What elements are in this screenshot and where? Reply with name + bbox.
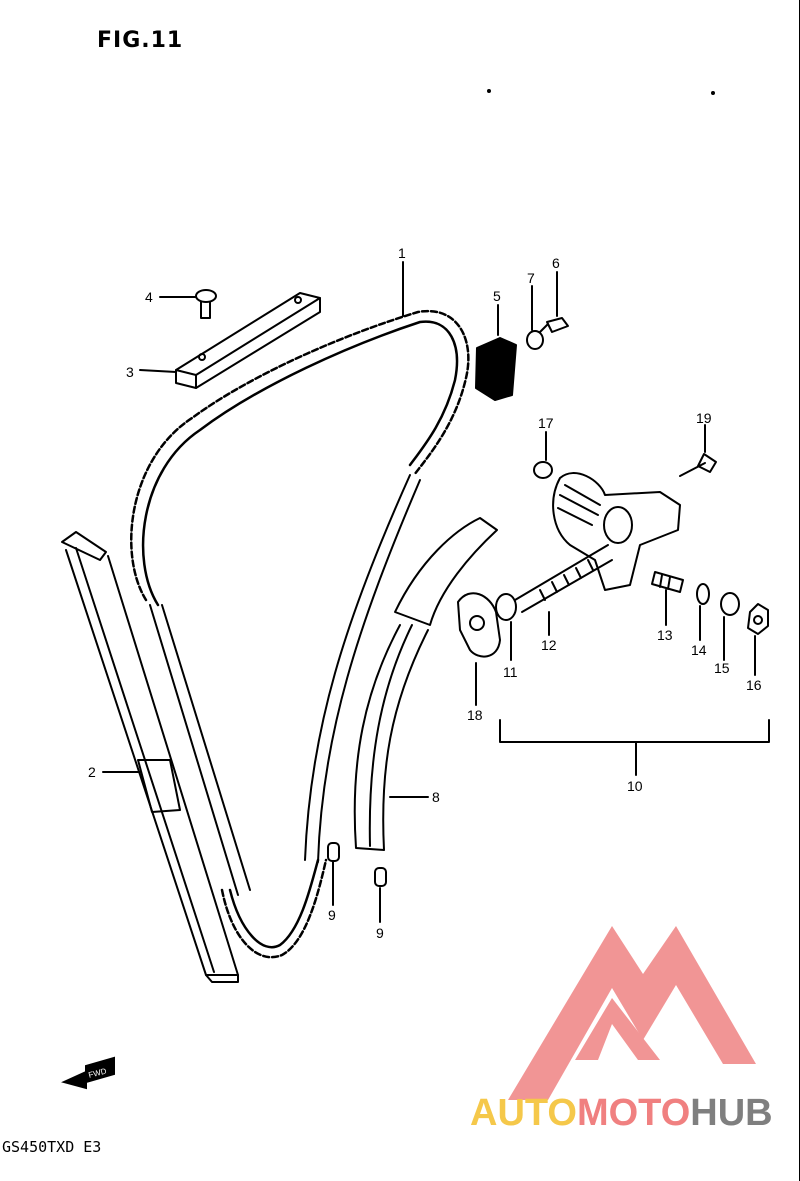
part-label-9a: 9 <box>328 907 336 923</box>
part-label-13: 13 <box>657 627 673 643</box>
rod-head <box>495 593 517 621</box>
part-label-9b: 9 <box>376 925 384 941</box>
tensioner-body <box>552 472 681 591</box>
part-label-2: 2 <box>88 764 96 780</box>
stray-dot <box>711 91 715 95</box>
watermark-part2: MOTO <box>576 1092 691 1134</box>
push-rod <box>514 544 613 613</box>
bracket-10 <box>499 719 770 743</box>
part-label-7: 7 <box>527 270 535 286</box>
part-label-5: 5 <box>493 288 501 304</box>
bolt-6 <box>539 317 569 333</box>
part-label-18: 18 <box>467 707 483 723</box>
part-label-16: 16 <box>746 677 762 693</box>
screw-4 <box>195 289 217 319</box>
chain-strands <box>149 474 421 896</box>
watermark-logo-icon <box>508 926 756 1100</box>
bolt-19 <box>679 453 717 477</box>
chain-guide-rear <box>61 531 239 983</box>
leader-3 <box>139 369 177 373</box>
chain-guide-upper <box>175 292 321 389</box>
washer-17 <box>533 461 553 479</box>
model-code: GS450TXD E3 <box>2 1138 102 1156</box>
part-label-8: 8 <box>432 789 440 805</box>
part-label-15: 15 <box>714 660 730 676</box>
watermark-part3: HUB <box>690 1092 773 1134</box>
part-label-11: 11 <box>503 664 518 680</box>
guide-block <box>475 337 517 401</box>
figure-title: FIG.11 <box>97 28 184 53</box>
nut-16 <box>747 603 769 635</box>
part-label-14: 14 <box>691 642 707 658</box>
watermark-part1: AUTO <box>470 1092 577 1134</box>
part-label-1: 1 <box>398 245 406 261</box>
stray-dot <box>487 89 491 93</box>
ring-14 <box>696 583 710 605</box>
damper-pin-b <box>374 867 387 887</box>
washer-7 <box>526 330 544 350</box>
part-label-19: 19 <box>696 410 712 426</box>
part-label-17: 17 <box>538 415 554 431</box>
part-label-4: 4 <box>145 289 153 305</box>
damper-pin-a <box>327 842 340 862</box>
set-screw <box>651 571 684 593</box>
washer-15 <box>720 592 740 616</box>
watermark-text: AUTOMOTOHUB <box>470 1094 773 1132</box>
part-label-3: 3 <box>126 364 134 380</box>
cam-chain <box>130 309 470 959</box>
fwd-arrow-icon <box>61 1056 115 1090</box>
part-label-12: 12 <box>541 637 557 653</box>
chain-guide-front <box>353 517 498 851</box>
gasket-18 <box>457 592 501 658</box>
part-label-6: 6 <box>552 255 560 271</box>
part-label-10: 10 <box>627 778 643 794</box>
